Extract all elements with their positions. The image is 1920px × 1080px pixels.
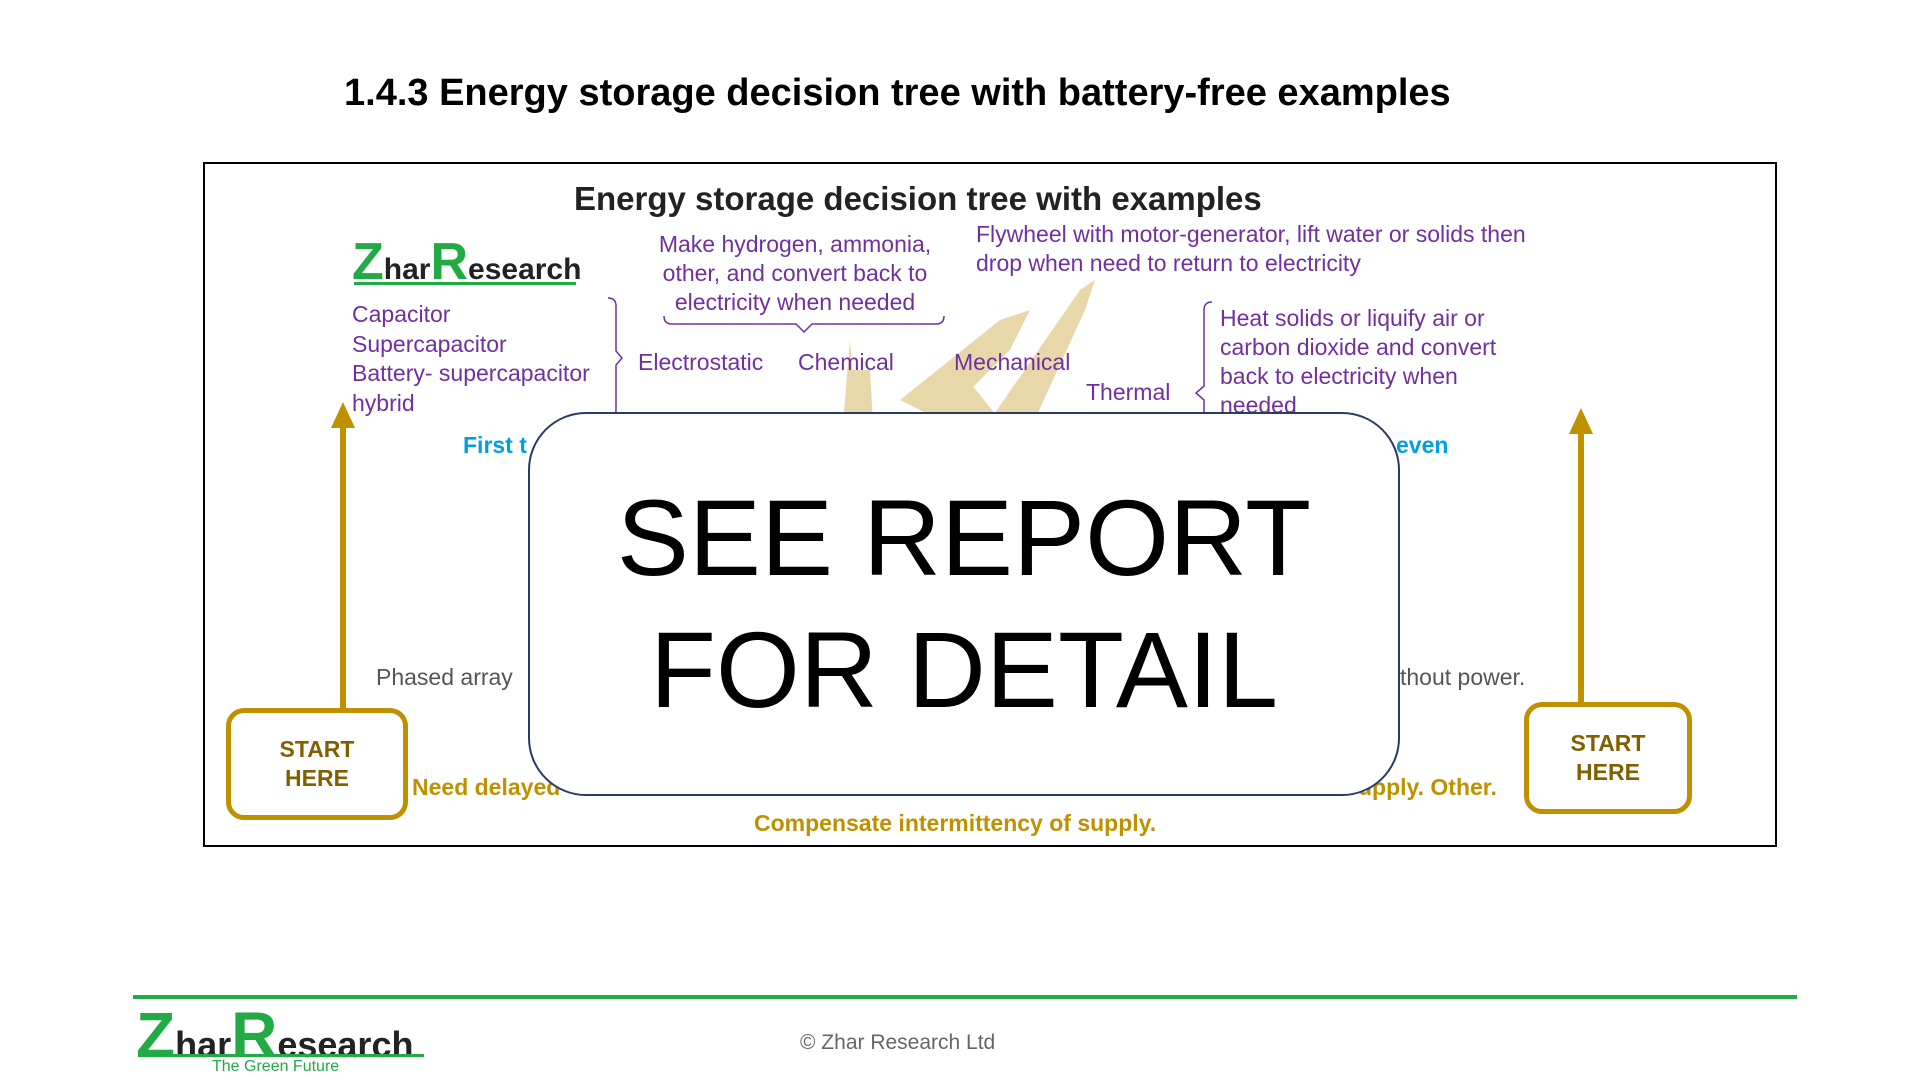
overlay-line-2: FOR DETAIL (649, 609, 1279, 730)
logo-underline (354, 282, 576, 285)
footer-logo: ZharResearch (136, 998, 413, 1072)
arrow-up-left-icon (331, 402, 355, 712)
example-hybrid-cont: hybrid (352, 389, 415, 416)
arrow-up-right-icon (1569, 408, 1593, 706)
diagram-logo: ZharResearch (352, 232, 581, 292)
start-right-line-1: START (1570, 730, 1646, 756)
footer-logo-text-har: har (175, 1024, 232, 1065)
logo-text-har: har (383, 253, 431, 286)
slide-title: 1.4.3 Energy storage decision tree with … (344, 72, 1451, 114)
blue-label-right: even (1396, 432, 1449, 458)
chemical-brace (663, 315, 945, 334)
thermal-line-1: Heat solids or liquify air or (1220, 305, 1485, 331)
thermal-brace (1194, 301, 1213, 423)
mechanical-line-1: Flywheel with motor-generator, lift wate… (976, 221, 1526, 247)
start-left-line-1: START (279, 736, 355, 762)
start-left-line-2: HERE (285, 765, 349, 791)
chemical-line-2: other, and convert back to (662, 260, 928, 286)
example-hybrid: Battery- supercapacitor (352, 360, 590, 386)
electrostatic-brace (607, 297, 623, 419)
gold-label-bottom: Compensate intermittency of supply. (754, 810, 1157, 836)
footer-logo-underline (138, 1054, 424, 1057)
branch-thermal: Thermal (1086, 379, 1171, 405)
logo-letter-r: R (430, 233, 469, 291)
grey-label-left: Phased array (376, 664, 513, 690)
example-capacitor: Capacitor (352, 301, 451, 327)
mechanical-examples: Flywheel with motor-generator, lift wate… (976, 220, 1526, 278)
chemical-examples: Make hydrogen, ammonia, other, and conve… (650, 230, 940, 317)
logo-letter-z: Z (352, 233, 384, 291)
start-here-left: START HERE (226, 708, 408, 820)
logo-text-esearch: esearch (468, 253, 582, 286)
mechanical-line-2: drop when need to return to electricity (976, 250, 1361, 276)
branch-electrostatic: Electrostatic (638, 349, 764, 375)
footer-logo-letter-r: R (231, 999, 278, 1071)
footer-tagline: The Green Future (212, 1058, 340, 1075)
start-here-right: START HERE (1524, 702, 1692, 814)
blue-label-left: First t (463, 432, 527, 458)
copyright: © Zhar Research Ltd (800, 1031, 996, 1054)
electrostatic-examples: Capacitor Supercapacitor Battery- superc… (352, 300, 590, 418)
diagram-heading: Energy storage decision tree with exampl… (574, 180, 1262, 217)
see-report-overlay: SEE REPORT FOR DETAIL (528, 412, 1400, 796)
gold-label-left: Need delayed (412, 774, 561, 800)
overlay-line-1: SEE REPORT (616, 477, 1312, 598)
example-supercapacitor: Supercapacitor (352, 330, 507, 357)
footer-logo-text-esearch: esearch (277, 1024, 414, 1065)
footer-logo-letter-z: Z (136, 999, 176, 1071)
branch-chemical: Chemical (798, 349, 894, 375)
footer-rule (133, 995, 1797, 999)
chemical-line-3: electricity when needed (674, 289, 916, 315)
diagram-frame (203, 162, 1777, 847)
start-right-line-2: HERE (1576, 759, 1640, 785)
thermal-line-2: carbon dioxide and convert (1220, 334, 1497, 360)
thermal-examples: Heat solids or liquify air or carbon dio… (1220, 304, 1496, 420)
grey-label-right: thout power. (1400, 664, 1526, 690)
thermal-line-3: back to electricity when (1220, 363, 1458, 389)
branch-mechanical: Mechanical (954, 349, 1071, 375)
chemical-line-1: Make hydrogen, ammonia, (658, 231, 932, 257)
